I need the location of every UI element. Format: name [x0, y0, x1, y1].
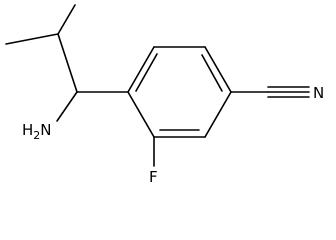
amine-hydrogen: H	[22, 121, 33, 139]
ring-bond-6	[127, 91, 155, 138]
nitrile-nitrogen-label: N	[313, 84, 324, 102]
bond-methyl-left	[5, 33, 59, 45]
structure-canvas: H2N F N	[5, 4, 324, 186]
bond-methyl-top	[57, 4, 76, 35]
ring-bond-1-inner	[135, 53, 158, 92]
ring-bond-3	[204, 46, 232, 93]
amine-subscript: 2	[33, 129, 40, 142]
fluorine-label: F	[149, 168, 158, 186]
amine-nitrogen: N	[40, 121, 51, 139]
ring-bond-1	[127, 46, 155, 93]
bond-ch-amine	[56, 91, 78, 122]
ring-bond-3-inner	[201, 54, 223, 92]
molecule-diagram: H2N F N	[5, 4, 324, 186]
ring-bond-4	[204, 91, 232, 138]
bond-isopropyl-ch	[57, 33, 78, 93]
amine-label: H2N	[22, 121, 52, 142]
